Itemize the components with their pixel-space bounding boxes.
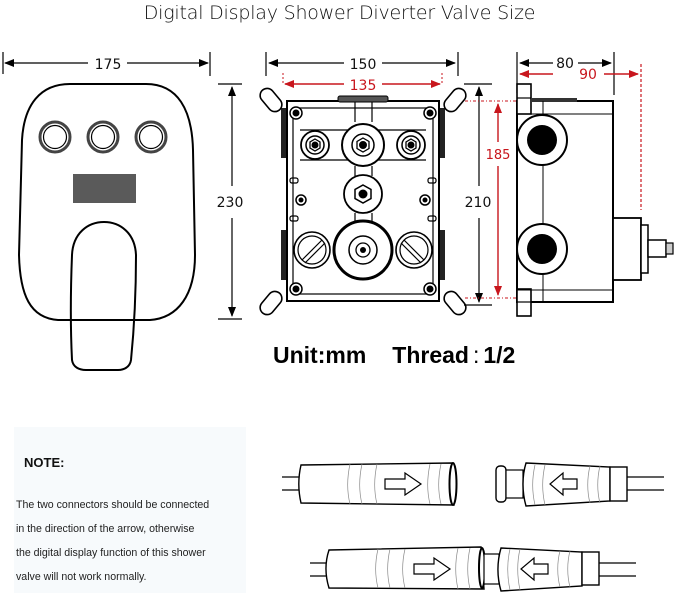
- arrow-left-icon: [549, 471, 578, 497]
- note-line: valve will not work normally.: [16, 571, 147, 583]
- box-width-label: 150: [350, 57, 377, 73]
- connector-diagram: [282, 462, 664, 592]
- diagram-title: Digital Display Shower Diverter Valve Si…: [143, 2, 536, 24]
- note-heading: NOTE:: [24, 455, 65, 470]
- thread-label: Thread: [392, 342, 469, 368]
- thread-separator: :: [472, 342, 480, 368]
- mounting-box-view: 150 135: [259, 52, 520, 316]
- box-inner-width-label: 135: [350, 78, 377, 94]
- front-width-label: 175: [95, 57, 122, 73]
- front-height-label: 230: [217, 195, 244, 211]
- note-line: The two connectors should be connected: [16, 499, 210, 511]
- connector-left-separated: [282, 462, 458, 506]
- connector-joined: [310, 546, 636, 592]
- units-caption: Unit:mm Thread:1/2: [273, 342, 515, 369]
- side-view: 80 90: [516, 52, 674, 317]
- digital-display: [73, 174, 136, 203]
- unit-label: Unit:mm: [273, 342, 367, 368]
- box-inner-height-label: 185: [486, 148, 511, 163]
- side-depth-label: 80: [556, 56, 574, 72]
- side-depth-max-label: 90: [579, 67, 597, 83]
- arrow-right-icon: [384, 471, 423, 497]
- connector-right-separated: [495, 462, 664, 507]
- note-box: NOTE: The two connectors should be conne…: [14, 427, 246, 593]
- front-plate-view: 175 230: [2, 52, 244, 371]
- note-line: in the direction of the arrow, otherwise: [16, 523, 195, 535]
- thread-value: 1/2: [483, 342, 516, 368]
- button-icons: [38, 120, 168, 154]
- arrow-right-icon: [413, 556, 452, 582]
- box-height-label: 210: [465, 195, 492, 211]
- note-line: the digital display function of this sho…: [16, 547, 206, 559]
- arrow-left-icon: [520, 556, 549, 582]
